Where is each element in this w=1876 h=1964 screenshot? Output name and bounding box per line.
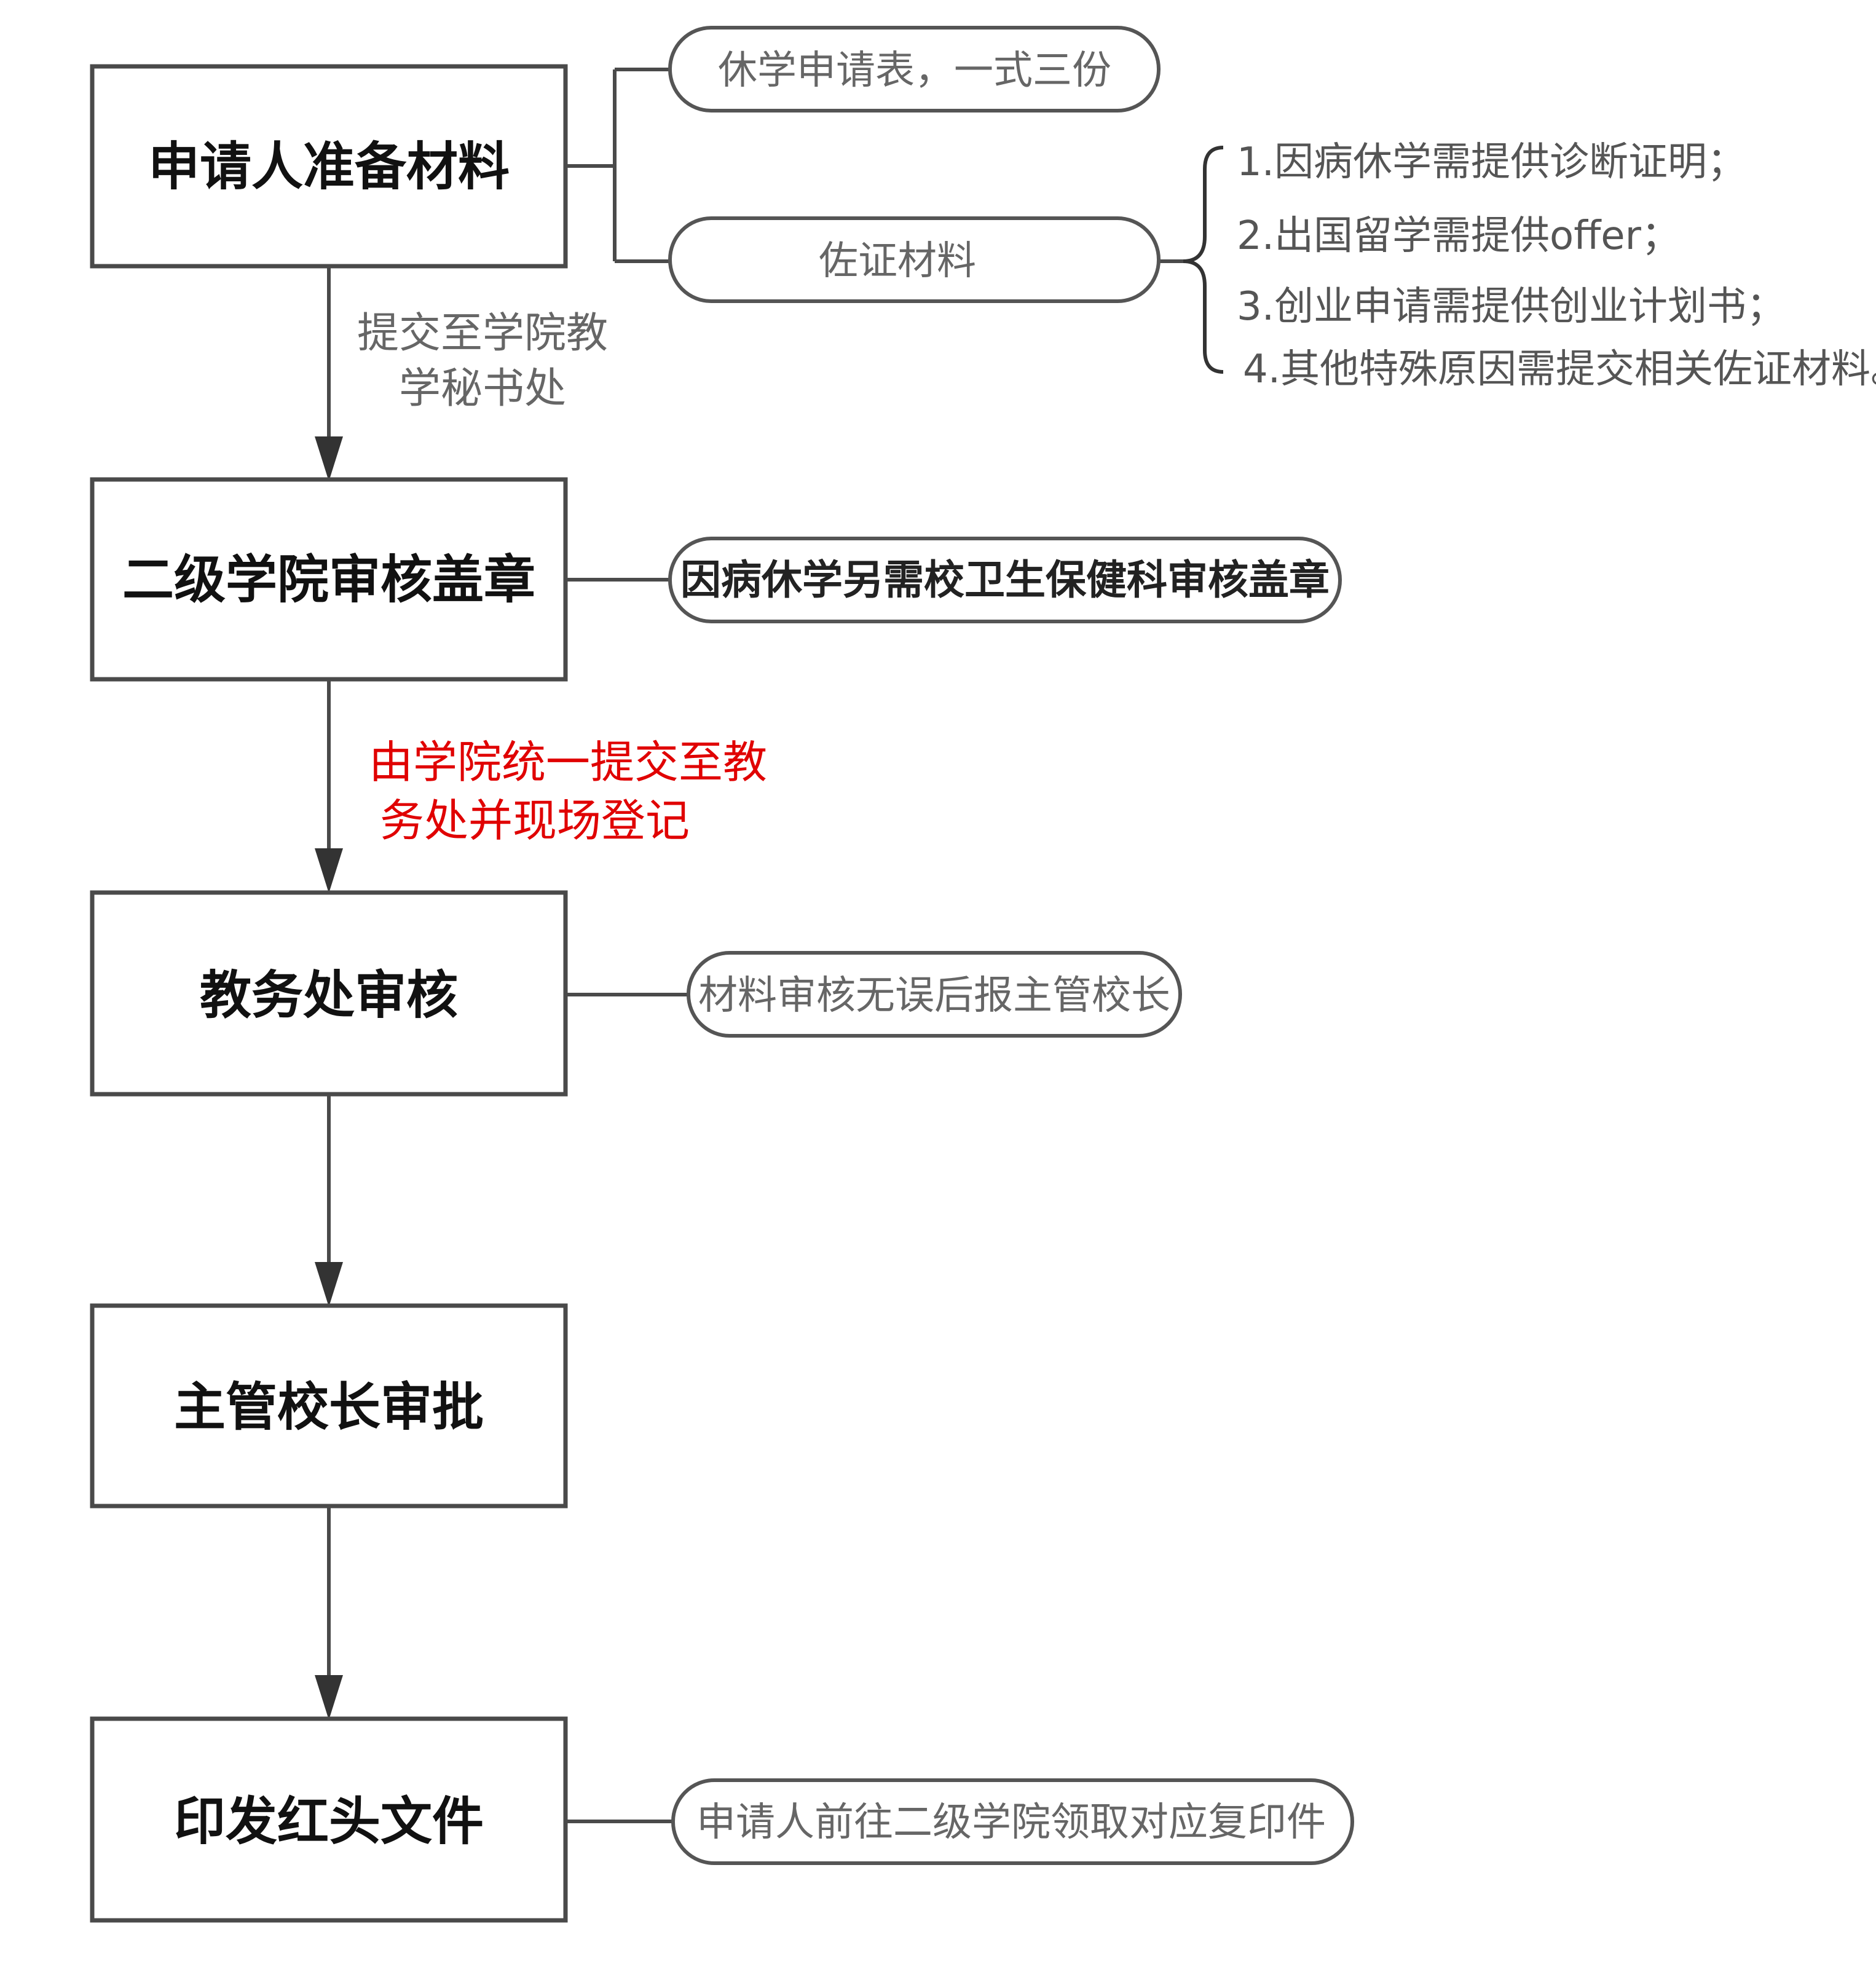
arrow-1-label-line-2: 学秘书处: [399, 365, 566, 413]
arrow-4-head: [315, 1675, 343, 1720]
form-pill: 休学申请表，一式三份: [668, 26, 1161, 112]
step-5-box: [90, 1716, 568, 1923]
college-note-shape: [668, 537, 1342, 623]
academic-note-shape: [687, 951, 1182, 1038]
evidence-pill: 佐证材料: [668, 216, 1161, 303]
step-2-label: 二级学院审核盖章: [122, 550, 535, 610]
evidence-item-2: 2.出国留学需提供offer；: [1237, 213, 1681, 259]
arrow-2-label-line-2: 务处并现场登记: [380, 795, 690, 846]
step-3: 教务处审核: [90, 890, 568, 1097]
step-5-label: 印发红头文件: [174, 1791, 484, 1852]
college-note: 因病休学另需校卫生保健科审核盖章: [668, 537, 1342, 623]
step-4-label: 主管校长审批: [174, 1377, 484, 1437]
evidence-pill-shape: [668, 216, 1161, 303]
step-4: 主管校长审批: [90, 1303, 568, 1508]
academic-note: 材料审核无误后报主管校长: [687, 951, 1182, 1038]
arrow-1-head: [315, 436, 343, 481]
college-note-label: 因病休学另需校卫生保健科审核盖章: [680, 556, 1330, 604]
issue-note-shape: [671, 1778, 1354, 1865]
evidence-list: 1.因病休学需提供诊断证明； 2.出国留学需提供offer； 3.创业申请需提供…: [1237, 140, 1876, 392]
arrow-2-head: [315, 848, 343, 893]
step-3-label: 教务处审核: [200, 965, 458, 1025]
arrow-1-label: 提交至学院教 学秘书处: [357, 309, 608, 413]
arrow-2-label: 由学院统一提交至教 务处并现场登记: [369, 736, 767, 846]
arrow-2-label-line-1: 由学院统一提交至教: [369, 736, 767, 788]
form-pill-shape: [668, 26, 1161, 112]
evidence-pill-label: 佐证材料: [819, 239, 976, 284]
evidence-item-3: 3.创业申请需提供创业计划书；: [1237, 284, 1786, 329]
arrow-1-label-line-1: 提交至学院教: [357, 309, 608, 358]
step-3-box: [90, 890, 568, 1097]
step-1-box: [90, 64, 568, 269]
step-2-box: [90, 477, 568, 682]
evidence-item-4: 4.其他特殊原因需提交相关佐证材料。: [1243, 347, 1876, 392]
form-pill-label: 休学申请表，一式三份: [718, 48, 1111, 93]
connectors: [315, 68, 1183, 1823]
arrow-3-head: [315, 1262, 343, 1307]
step-5: 印发红头文件: [90, 1716, 568, 1923]
step-2: 二级学院审核盖章: [90, 477, 568, 682]
academic-note-label: 材料审核无误后报主管校长: [698, 973, 1170, 1019]
evidence-item-1: 1.因病休学需提供诊断证明；: [1237, 140, 1746, 185]
issue-note: 申请人前往二级学院领取对应复印件: [671, 1778, 1354, 1865]
step-1: 申请人准备材料: [90, 64, 568, 269]
evidence-list-brace: [1183, 146, 1224, 374]
step-4-box: [90, 1303, 568, 1508]
issue-note-label: 申请人前往二级学院领取对应复印件: [696, 1800, 1326, 1845]
step-1-label: 申请人准备材料: [148, 136, 510, 197]
